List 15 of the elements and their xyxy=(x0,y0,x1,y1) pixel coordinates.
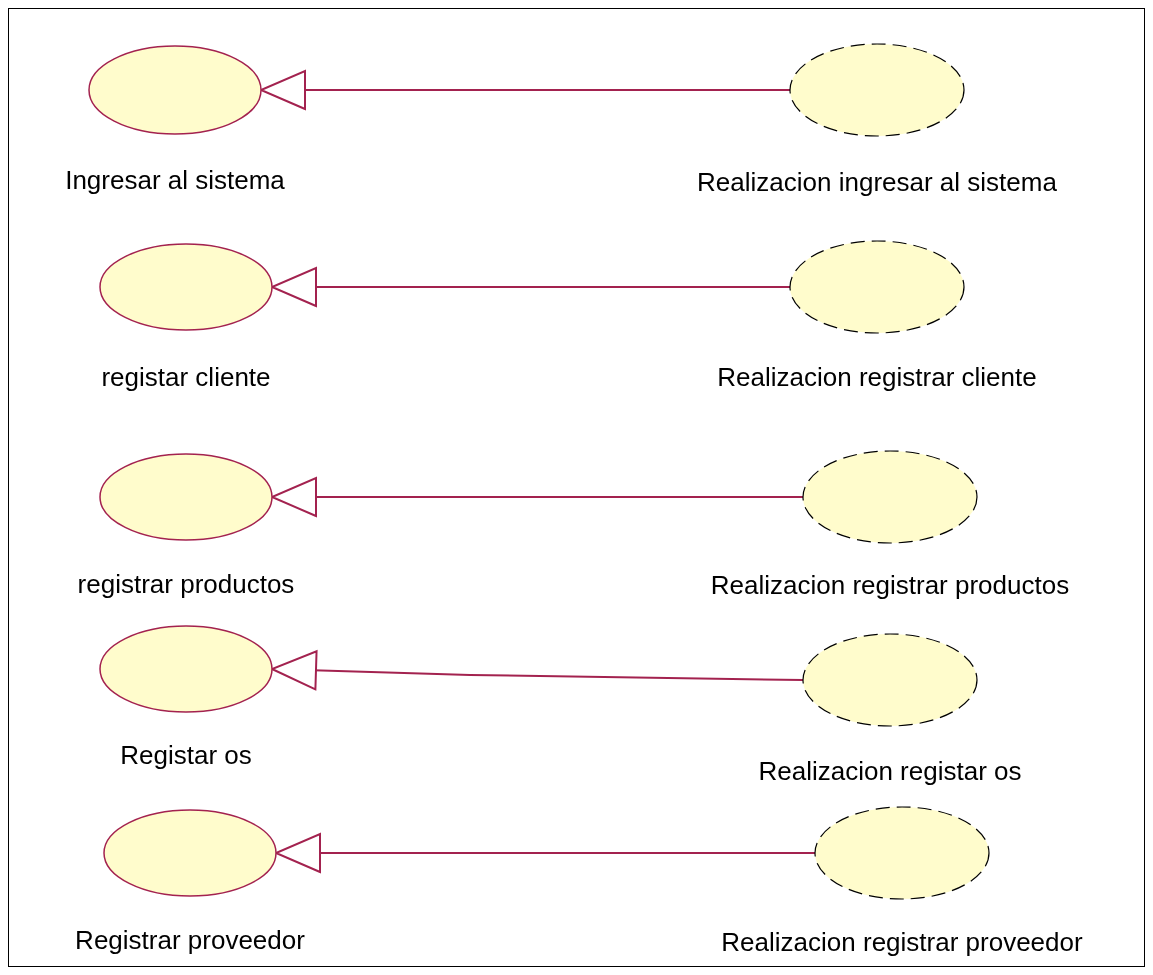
use-case-label: Realizacion ingresar al sistema xyxy=(697,167,1057,197)
realization-arrow xyxy=(271,267,791,307)
realization-arrow xyxy=(271,477,804,517)
use-case-label: registar cliente xyxy=(101,362,271,392)
use-case-label: Registrar proveedor xyxy=(75,925,305,955)
use-case-label: Realizacion registar os xyxy=(758,756,1022,786)
use-case-label: Realizacion registrar proveedor xyxy=(721,927,1083,957)
realization-arrow xyxy=(260,70,791,110)
use-case-label: Ingresar al sistema xyxy=(65,165,285,195)
realization-arrow xyxy=(271,650,804,691)
use-case-label: Realizacion registrar cliente xyxy=(717,362,1037,392)
realization-arrow xyxy=(275,833,816,873)
use-case-label: Realizacion registrar productos xyxy=(710,570,1070,600)
use-case-label: registrar productos xyxy=(77,569,295,599)
use-case-label: Registar os xyxy=(120,740,252,770)
